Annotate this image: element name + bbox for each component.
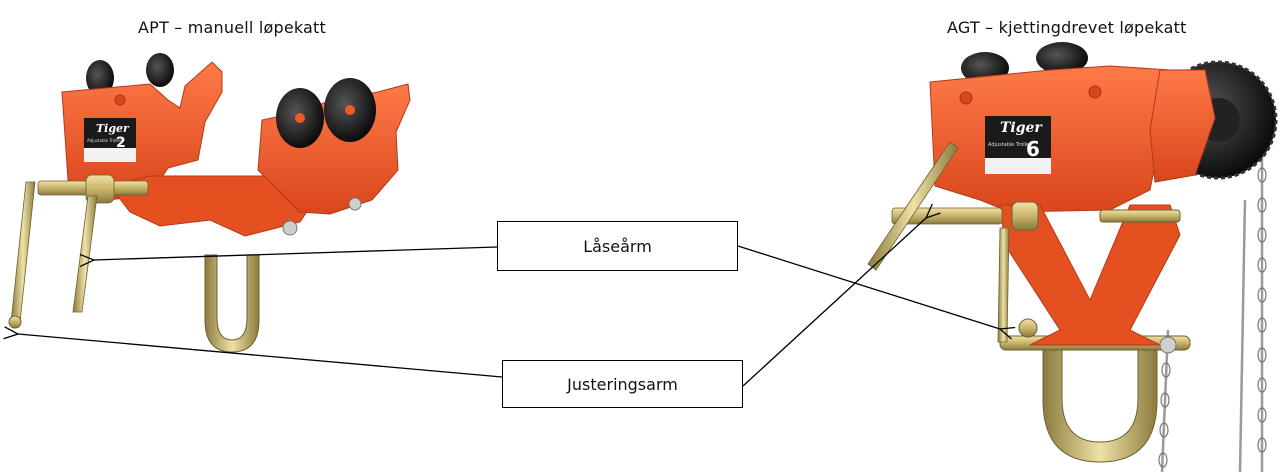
agt-label-line: Adjustable Trolley [988,142,1032,148]
arrow-adjust-arm-agt [742,218,926,387]
agt-capacity-text: 6 [1026,137,1040,161]
arrow-adjust-arm-apt [18,334,503,378]
apt-capacity-text: 2 [116,135,126,151]
agt-adjusting-shaft [891,207,1003,225]
agt-hand-chain [1160,150,1264,472]
agt-v-legs [999,204,1181,346]
apt-label-plate: Tiger 2 Adjustable Trolley [84,118,136,162]
agt-wheel-2 [1036,42,1088,74]
apt-wheel-rear-2 [146,53,174,87]
agt-geared-trolley-illustration: Tiger 6 Adjustable Trolley [867,42,1278,472]
adjust-arm-callout: Justeringsarm [502,360,743,408]
right-product-title: AGT – kjettingdrevet løpekatt [947,18,1187,37]
apt-label-line: Adjustable Trolley [87,138,123,143]
arrow-lock-arm-agt [737,245,1000,329]
arrow-lock-arm-apt [94,246,498,260]
apt-connecting-arm [109,175,321,237]
agt-shackle [1042,344,1158,463]
agt-locking-arm [997,227,1010,343]
apt-shackle [204,254,260,353]
apt-wheel-rear-1 [86,60,114,96]
lock-arm-label: Låseårm [583,236,652,256]
lock-arm-callout: Låseårm [497,221,738,271]
agt-adjusting-handle [867,141,959,271]
apt-adjusting-handle [10,181,36,323]
agt-brand-text: Tiger [1000,120,1043,136]
adjust-arm-label: Justeringsarm [567,374,678,394]
apt-brand-text: Tiger [96,122,130,135]
callout-arrows [18,218,1000,387]
agt-label-plate: Tiger 6 Adjustable Trolley [985,116,1051,174]
left-product-title: APT – manuell løpekatt [138,18,327,37]
apt-locking-arm [72,195,98,313]
apt-manual-trolley-illustration: Tiger 2 Adjustable Trolley [8,53,411,353]
